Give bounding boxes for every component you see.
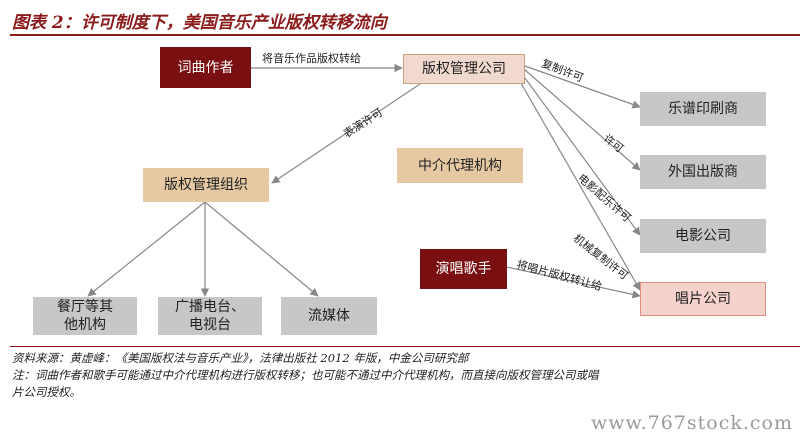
node-foreign-publisher-label: 外国出版商 (668, 164, 738, 180)
node-sheet-music-printer: 乐谱印刷商 (640, 92, 766, 126)
arrow-publisher-to-pro (271, 83, 421, 184)
node-publisher: 版权管理公司 (403, 54, 525, 84)
node-record-company-label: 唱片公司 (675, 291, 731, 307)
node-agency-label: 中介代理机构 (418, 157, 502, 174)
footer-rule (10, 346, 800, 347)
title-rule (10, 34, 800, 36)
arrow-pro-to-restaurants (87, 201, 206, 297)
arrow-publisher-to-sheet-music (524, 65, 641, 109)
arrow-publisher-to-film (521, 73, 641, 236)
node-streaming: 流媒体 (281, 297, 377, 335)
node-film-company: 电影公司 (640, 219, 766, 253)
node-pro-label: 版权管理组织 (164, 177, 248, 193)
node-record-company: 唱片公司 (640, 282, 766, 316)
node-restaurants-label-1: 餐厅等其 (57, 299, 113, 315)
node-lyricist-label: 词曲作者 (177, 59, 234, 76)
node-restaurants-label-2: 他机构 (64, 317, 106, 333)
source-note: 资料来源：黄虚峰：《美国版权法与音乐产业》，法律出版社 2012 年版，中金公司… (12, 351, 469, 365)
label-transfer-copyright: 将音乐作品版权转给 (262, 52, 361, 65)
node-restaurants: 餐厅等其 他机构 (33, 297, 137, 335)
node-performer: 演唱歌手 (420, 249, 507, 289)
footnote-line-1: 注：词曲作者和歌手可能通过中介代理机构进行版权转移；也可能不通过中介代理机构，而… (12, 368, 599, 382)
footnote-line-2: 片公司授权。 (12, 385, 81, 399)
arrow-publisher-to-record (517, 77, 641, 291)
node-performer-label: 演唱歌手 (435, 261, 492, 277)
node-agency: 中介代理机构 (397, 148, 523, 183)
arrow-publisher-to-foreign (524, 69, 641, 171)
figure-title: 图表 2：许可制度下，美国音乐产业版权转移流向 (12, 13, 387, 33)
node-broadcast-label-1: 广播电台、 (175, 299, 245, 315)
arrow-pro-to-streaming (204, 201, 319, 297)
node-streaming-label: 流媒体 (308, 308, 350, 324)
node-broadcast-label-2: 电视台 (189, 317, 231, 333)
node-film-company-label: 电影公司 (675, 228, 731, 244)
node-sheet-music-printer-label: 乐谱印刷商 (668, 101, 738, 117)
watermark: www.767stock.com (591, 412, 793, 434)
node-foreign-publisher: 外国出版商 (640, 155, 766, 189)
arrow-performer-to-record (506, 266, 641, 299)
node-lyricist: 词曲作者 (160, 47, 251, 88)
node-broadcast: 广播电台、 电视台 (158, 297, 262, 335)
node-pro: 版权管理组织 (143, 168, 269, 202)
node-publisher-label: 版权管理公司 (422, 61, 506, 77)
